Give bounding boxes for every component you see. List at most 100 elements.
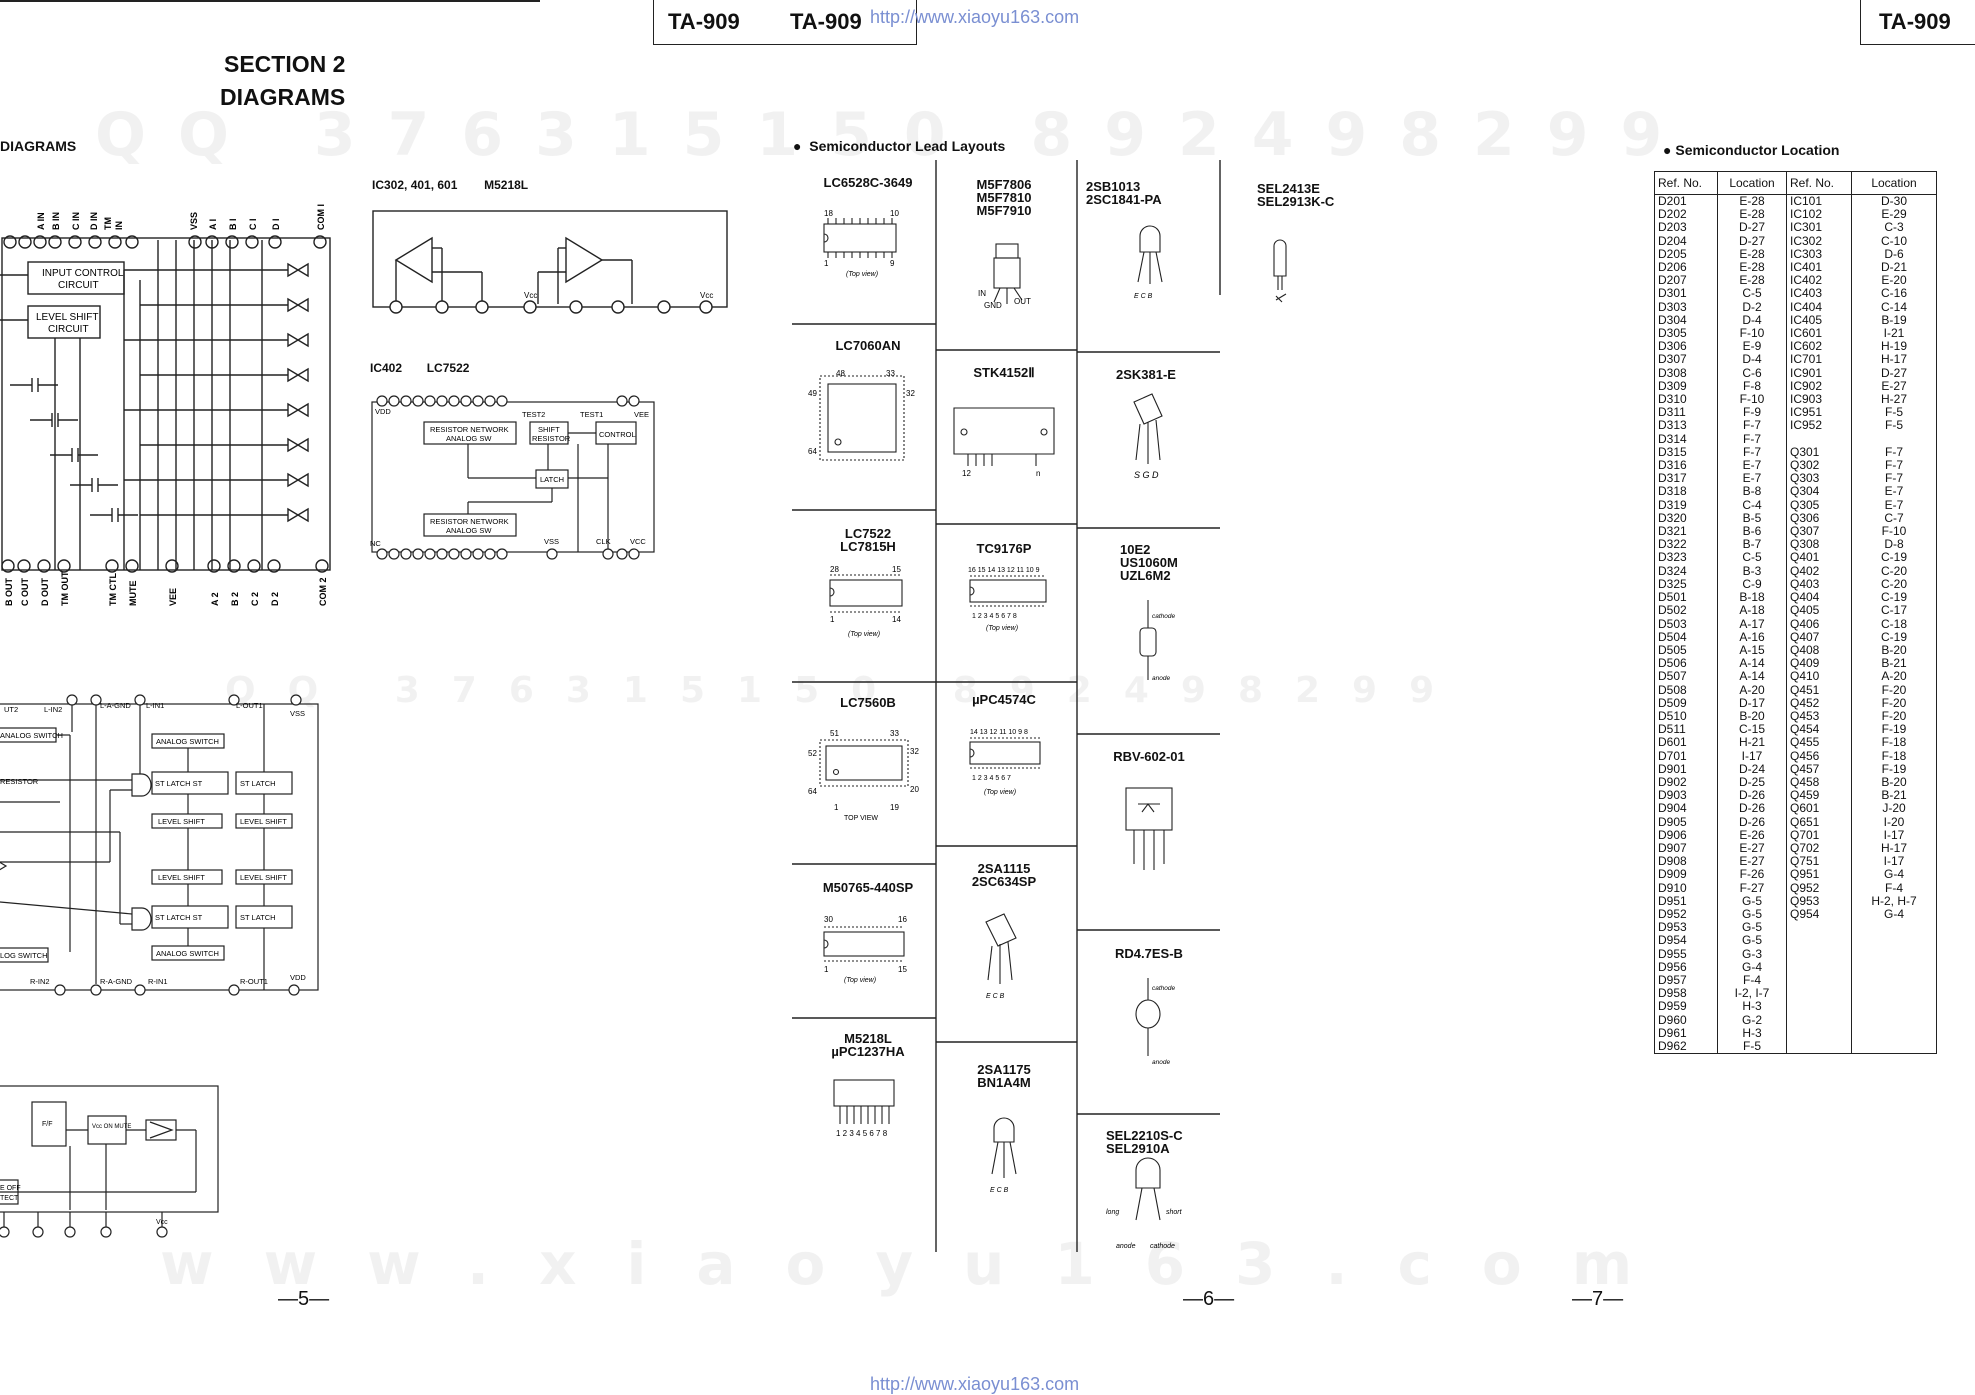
table-cell: Q304 — [1786, 485, 1852, 499]
table-cell: C-16 — [1851, 287, 1937, 301]
lc7560-pin64: 64 — [808, 787, 817, 796]
table-cell: D951 — [1654, 894, 1718, 908]
table-cell: C-19 — [1851, 590, 1937, 605]
table-cell: A-16 — [1717, 630, 1787, 644]
table-cell: IC301 — [1786, 221, 1852, 235]
pin-a1: A I — [208, 219, 218, 230]
table-cell: H-3 — [1717, 1026, 1787, 1040]
table-cell: F-20 — [1851, 683, 1937, 697]
pin-in: IN — [114, 221, 124, 230]
table-cell: D324 — [1654, 564, 1718, 578]
lead-layouts-heading: ● Semiconductor Lead Layouts — [793, 138, 1006, 154]
model-label-center-1: TA-909 — [668, 9, 740, 34]
page-number-7: —7— — [1572, 1288, 1624, 1310]
asd-l-in2: L-IN2 — [44, 705, 62, 714]
table-cell: E-7 — [1851, 485, 1937, 499]
table-cell: Q954 — [1786, 907, 1852, 922]
table-cell: D202 — [1654, 208, 1718, 222]
table-cell: D317 — [1654, 472, 1718, 486]
table-cell: D203 — [1654, 221, 1718, 235]
model-label-center-2: TA-909 — [789, 9, 862, 34]
table-cell: D-27 — [1851, 366, 1937, 380]
pin-d2: D 2 — [270, 592, 280, 606]
m50765-top-view: (Top view) — [844, 977, 876, 984]
table-cell: F-7 — [1851, 445, 1937, 460]
table-cell: IC402 — [1786, 274, 1852, 288]
table-cell: F-7 — [1717, 445, 1787, 460]
table-cell: H-21 — [1717, 736, 1787, 750]
part-2sc634sp: 2SC634SP — [971, 874, 1037, 889]
table-cell — [1851, 1026, 1937, 1040]
asd-l-in1: L-IN1 — [146, 701, 164, 710]
lc6528-top-view: (Top view) — [846, 271, 878, 278]
ic402-clk: CLK — [596, 537, 611, 546]
table-cell: G-5 — [1717, 920, 1787, 935]
url-bottom[interactable]: http://www.xiaoyu163.com — [870, 1374, 1080, 1394]
table-cell — [1786, 1013, 1852, 1027]
table-cell — [1786, 921, 1852, 935]
block-input-control-1: INPUT CONTROL — [42, 268, 124, 279]
watermark-row2: QQ 376315150 892498299 — [225, 670, 1467, 711]
pin-com1: COM I — [316, 204, 326, 230]
table-cell: Q452 — [1786, 696, 1852, 710]
table-cell: D958 — [1654, 986, 1718, 1001]
asd-l-agnd: L-A-GND — [100, 701, 131, 710]
table-cell: D-8 — [1851, 538, 1937, 552]
table-cell: I-21 — [1851, 326, 1937, 341]
table-cell: IC404 — [1786, 300, 1852, 314]
table-cell: G-5 — [1717, 894, 1787, 908]
ic402-vcc: VCC — [630, 537, 646, 546]
table-cell: G-2 — [1717, 1013, 1787, 1027]
table-cell: IC303 — [1786, 247, 1852, 262]
table-cell: D201 — [1654, 194, 1718, 209]
lc7522-top-view: (Top view) — [848, 631, 880, 638]
table-cell: Q701 — [1786, 828, 1852, 842]
table-cell: B-5 — [1717, 511, 1787, 526]
m50765-pin30: 30 — [824, 915, 833, 924]
part-rbv-602-01: RBV-602-01 — [1113, 749, 1185, 764]
table-cell: F-18 — [1851, 749, 1937, 763]
table-cell: IC102 — [1786, 208, 1852, 222]
table-cell — [1851, 1000, 1937, 1014]
asd-analog-switch-left: ANALOG SWITCH — [0, 731, 63, 740]
table-cell: D207 — [1654, 274, 1718, 288]
table-cell: D308 — [1654, 366, 1718, 380]
table-cell: D906 — [1654, 828, 1718, 842]
table-cell: IC902 — [1786, 379, 1852, 394]
stk-pin12: 12 — [962, 469, 971, 478]
part-m5218l: M5218L — [844, 1031, 892, 1046]
table-cell: F-5 — [1851, 419, 1937, 433]
table-cell: Q702 — [1786, 841, 1852, 856]
table-cell: Q407 — [1786, 630, 1852, 644]
table-cell: D318 — [1654, 485, 1718, 499]
table-cell — [1851, 973, 1937, 988]
10e2-cathode: cathode — [1152, 613, 1176, 620]
table-cell: E-29 — [1851, 208, 1937, 222]
url-top[interactable]: http://www.xiaoyu163.com — [870, 7, 1080, 27]
ic402-vee: VEE — [634, 410, 649, 419]
part-upc4574c: µPC4574C — [972, 692, 1036, 707]
ic402-title: IC402 LC7522 — [370, 361, 470, 375]
table-cell: D903 — [1654, 788, 1718, 803]
lc7560-pin33: 33 — [890, 729, 899, 738]
table-cell: D-4 — [1717, 353, 1787, 367]
table-cell: C-14 — [1851, 300, 1937, 314]
table-cell: B-20 — [1851, 643, 1937, 658]
col-header-ref1: Ref. No. — [1654, 171, 1718, 195]
table-cell: D-21 — [1851, 260, 1937, 275]
table-cell: Q401 — [1786, 551, 1852, 565]
table-cell: D204 — [1654, 234, 1718, 248]
table-cell — [1786, 432, 1852, 446]
table-cell: Q303 — [1786, 472, 1852, 486]
